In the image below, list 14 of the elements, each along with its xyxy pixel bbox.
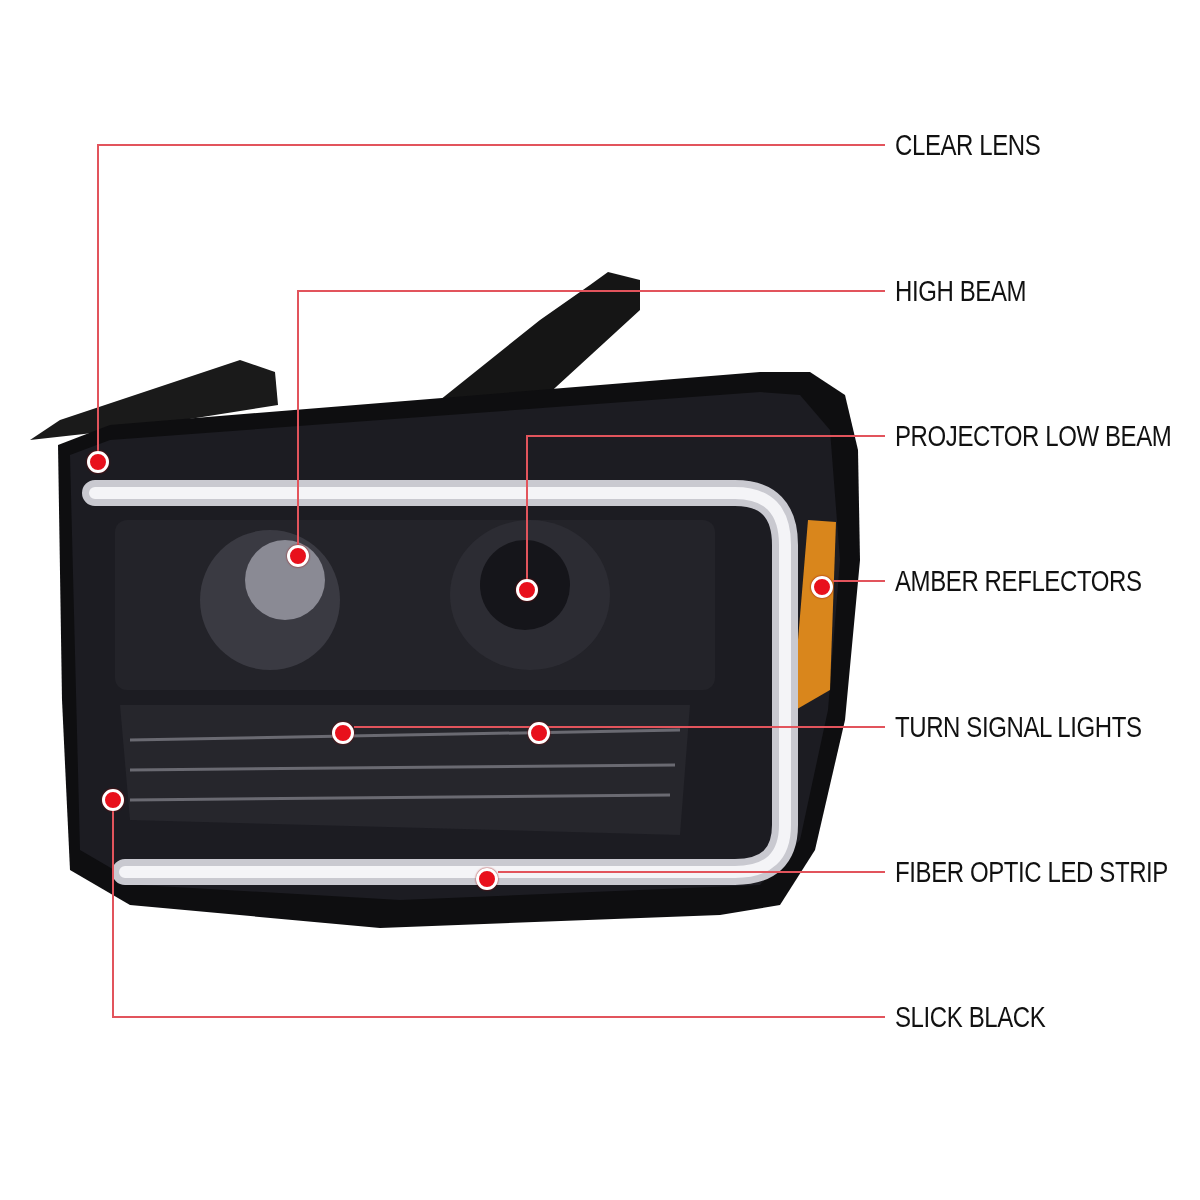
leader-line [526,435,886,580]
leader-line [497,871,886,873]
callout-label: CLEAR LENS [895,128,1041,162]
leader-line [297,290,886,546]
callout-label: AMBER REFLECTORS [895,564,1142,598]
callout-label: SLICK BLACK [895,1000,1046,1034]
leader-line [97,144,886,452]
leader-line [353,726,886,728]
callout-label: TURN SIGNAL LIGHTS [895,710,1142,744]
leader-line [832,580,886,582]
leader-line [112,810,886,1018]
callout-label: FIBER OPTIC LED STRIP [895,855,1168,889]
callout-label: PROJECTOR LOW BEAM [895,419,1172,453]
callout-label: HIGH BEAM [895,274,1027,308]
